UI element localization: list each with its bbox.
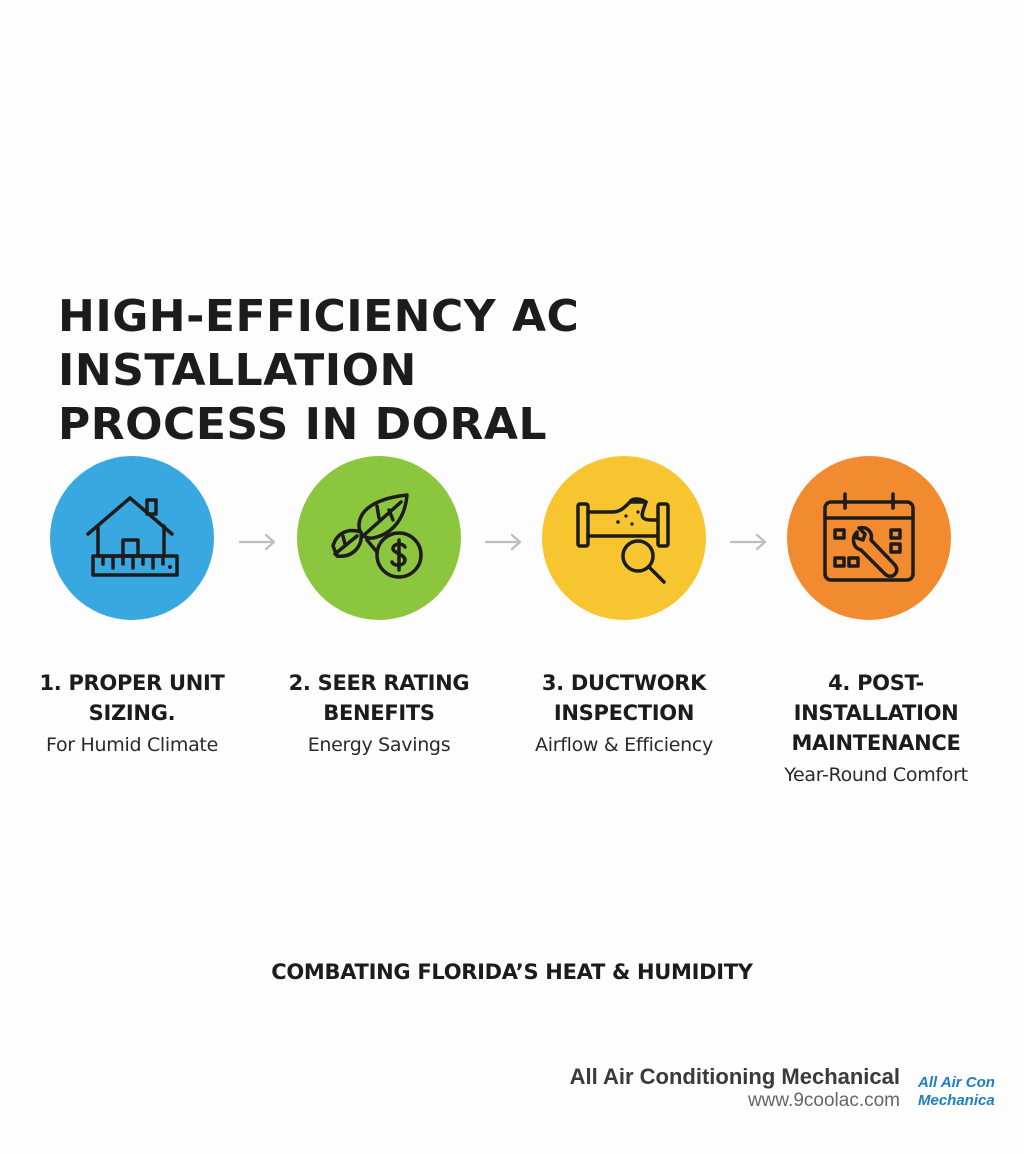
step-heading-line-2: BENEFITS xyxy=(323,701,435,725)
step-subtitle: For Humid Climate xyxy=(46,734,218,756)
step-heading-line-2: SIZING. xyxy=(88,701,176,725)
arrow-right-icon xyxy=(484,533,522,551)
title-line-2: PROCESS IN DORAL xyxy=(58,399,548,450)
step-heading-line-1: 3. DUCTWORK xyxy=(541,671,707,695)
step-heading-line-2: MAINTENANCE xyxy=(791,731,961,755)
step-4-text: 4. POST-INSTALLATION MAINTENANCE Year-Ro… xyxy=(746,668,1006,790)
duct-magnifier-icon xyxy=(542,456,706,620)
step-heading-line-1: 1. PROPER UNIT xyxy=(39,671,225,695)
logo-line-1: All Air Con xyxy=(918,1074,995,1091)
step-2-circle xyxy=(297,456,461,620)
brand-name: All Air Conditioning Mechanical xyxy=(569,1064,900,1089)
arrow-right-icon xyxy=(729,533,767,551)
step-heading: 2. SEER RATING BENEFITS xyxy=(264,668,494,728)
step-heading: 1. PROPER UNIT SIZING. xyxy=(17,668,247,728)
step-3-text: 3. DUCTWORK INSPECTION Airflow & Efficie… xyxy=(509,668,739,760)
step-subtitle: Airflow & Efficiency xyxy=(535,734,713,756)
step-4-circle xyxy=(787,456,951,620)
step-heading-line-1: 4. POST-INSTALLATION xyxy=(793,671,959,725)
logo-line-2: Mechanica xyxy=(918,1092,995,1109)
tagline: COMBATING FLORIDA’S HEAT & HUMIDITY xyxy=(271,960,753,984)
step-1-text: 1. PROPER UNIT SIZING. For Humid Climate xyxy=(17,668,247,760)
step-1-circle xyxy=(50,456,214,620)
brand-logo: All Air Con Mechanica xyxy=(918,1074,1024,1114)
leaf-dollar-icon xyxy=(297,456,461,620)
house-ruler-icon xyxy=(50,456,214,620)
brand-url: www.9coolac.com xyxy=(747,1090,900,1111)
step-3-circle xyxy=(542,456,706,620)
step-heading-line-1: 2. SEER RATING xyxy=(288,671,470,695)
step-heading: 4. POST-INSTALLATION MAINTENANCE xyxy=(746,668,1006,758)
step-subtitle: Year-Round Comfort xyxy=(784,764,968,786)
page-title: HIGH-EFFICIENCY AC INSTALLATION PROCESS … xyxy=(58,290,858,452)
title-line-1: HIGH-EFFICIENCY AC INSTALLATION xyxy=(58,291,580,396)
step-2-text: 2. SEER RATING BENEFITS Energy Savings xyxy=(264,668,494,760)
calendar-wrench-icon xyxy=(787,456,951,620)
step-heading-line-2: INSPECTION xyxy=(553,701,695,725)
arrow-right-icon xyxy=(238,533,276,551)
step-subtitle: Energy Savings xyxy=(307,734,451,756)
step-heading: 3. DUCTWORK INSPECTION xyxy=(509,668,739,728)
